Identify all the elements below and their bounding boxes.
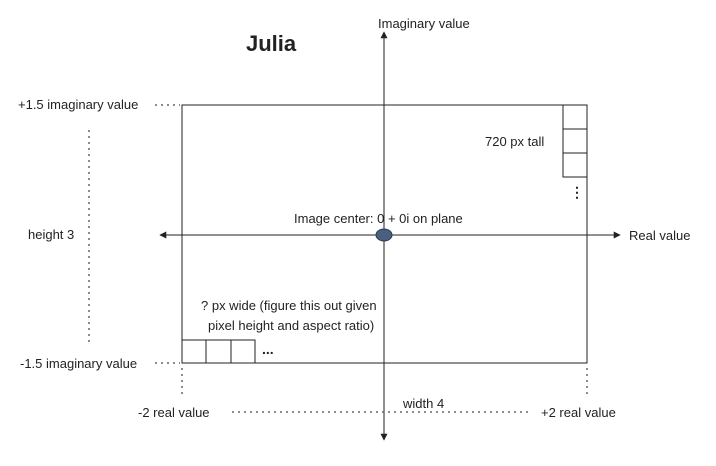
pixel-cell-h3 bbox=[230, 339, 256, 364]
pixel-ellipsis-vertical: ⋮ bbox=[570, 184, 584, 200]
pixel-ellipsis-horizontal: ... bbox=[262, 341, 274, 357]
center-point bbox=[375, 228, 393, 242]
center-label: Image center: 0 + 0i on plane bbox=[294, 211, 463, 226]
pixel-cell-v3 bbox=[562, 152, 588, 178]
real-axis-label: Real value bbox=[629, 228, 690, 243]
left-bound-label: -2 real value bbox=[138, 405, 210, 420]
imaginary-axis-label: Imaginary value bbox=[378, 16, 470, 31]
pixel-cell-h2 bbox=[205, 339, 232, 364]
bottom-bound-label: -1.5 imaginary value bbox=[20, 356, 137, 371]
height-label: height 3 bbox=[28, 227, 74, 242]
pixel-cell-h1 bbox=[181, 339, 207, 364]
pixel-width-label-line1: ? px wide (figure this out given bbox=[201, 298, 377, 313]
pixel-cell-v2 bbox=[562, 128, 588, 154]
pixel-width-label-line2: pixel height and aspect ratio) bbox=[208, 318, 374, 333]
right-bound-label: +2 real value bbox=[541, 405, 616, 420]
pixel-cell-v1 bbox=[562, 104, 588, 130]
width-label: width 4 bbox=[402, 396, 444, 411]
top-bound-label: +1.5 imaginary value bbox=[18, 97, 138, 112]
pixel-height-label: 720 px tall bbox=[485, 134, 544, 149]
diagram-title: Julia bbox=[246, 31, 297, 56]
